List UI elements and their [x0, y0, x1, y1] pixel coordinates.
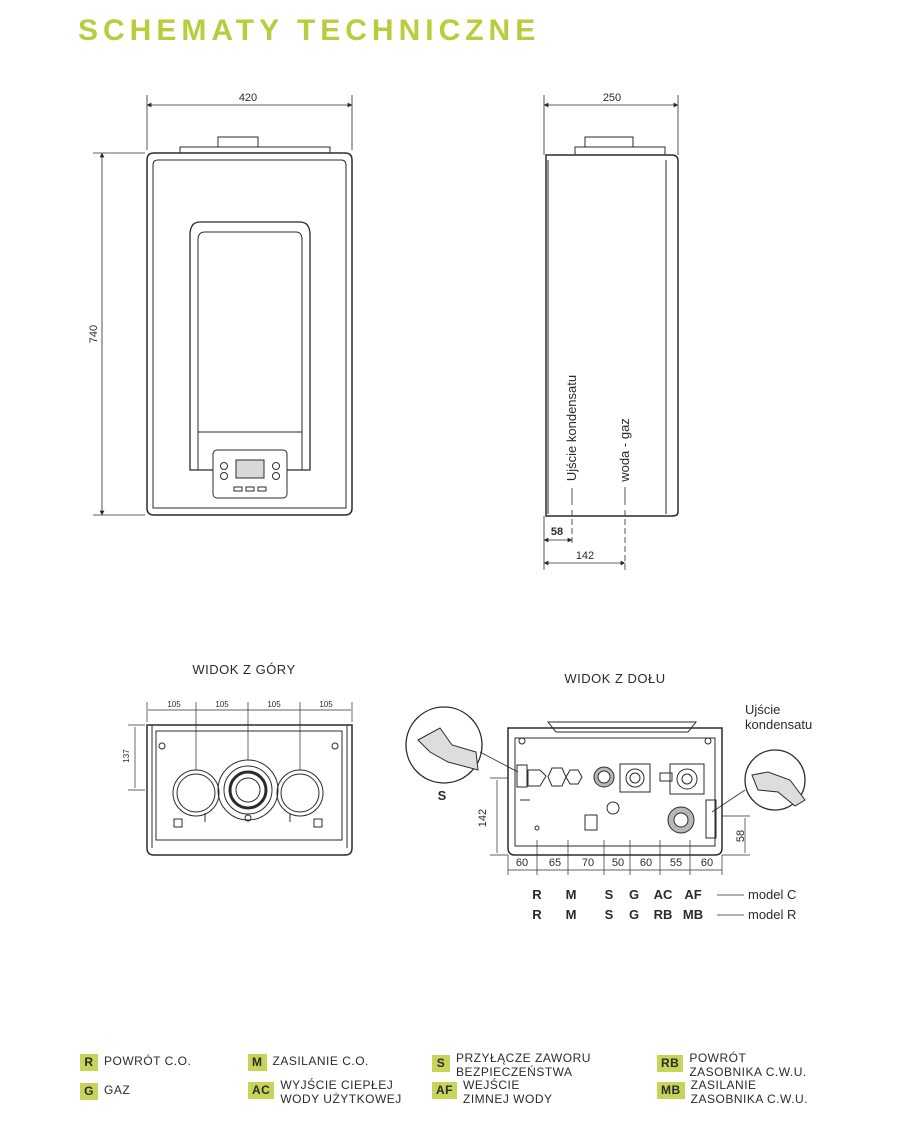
legend-item-m: M ZASILANIE C.O.: [248, 1054, 369, 1071]
model-c-codes: R M S G AC AF model C: [532, 887, 796, 902]
bottom-right-offset-label: 58: [735, 830, 747, 842]
legend-badge: MB: [657, 1082, 685, 1099]
condensate-label-line1: Ujście: [745, 702, 780, 717]
bottom-height-label: 142: [477, 809, 489, 827]
legend-text-line: ZASILANIE: [690, 1078, 757, 1092]
top-spacing-label: 105: [319, 700, 333, 709]
side-offset-58-label: 58: [551, 526, 563, 538]
code-cell: M: [566, 907, 577, 922]
page-title: SCHEMATY TECHNICZNE: [78, 14, 541, 47]
bottom-spacing-label: 55: [670, 857, 682, 869]
legend-badge: AC: [248, 1082, 275, 1099]
legend-text-line: ZIMNEJ WODY: [463, 1092, 553, 1106]
model-r-codes: R M S G RB MB model R: [532, 907, 796, 922]
front-height-label: 740: [88, 325, 100, 343]
side-condensate-label: Ujście kondensatu: [564, 375, 579, 481]
bottom-spacing-label: 60: [701, 857, 713, 869]
bottom-spacing-label: 70: [582, 857, 594, 869]
bottom-spacing-label: 65: [549, 857, 561, 869]
code-cell: MB: [683, 907, 703, 922]
legend-text: ZASILANIE C.O.: [272, 1054, 369, 1068]
legend-text-line: WODY UŻYTKOWEJ: [280, 1092, 402, 1106]
legend-badge: M: [248, 1054, 267, 1071]
legend-text-line: PRZYŁĄCZE ZAWORU: [456, 1051, 591, 1065]
legend-badge: G: [80, 1083, 98, 1100]
front-width-label: 420: [239, 92, 257, 104]
top-view-dimensions: [128, 702, 353, 791]
top-spacing-label: 105: [267, 700, 281, 709]
model-c-label: model C: [748, 887, 796, 902]
code-cell: G: [629, 907, 639, 922]
legend-item-g: G GAZ: [80, 1083, 130, 1100]
top-depth-label: 137: [122, 749, 131, 763]
legend-text-line: ZASOBNIKA C.W.U.: [690, 1092, 809, 1106]
legend-text-line: BEZPIECZEŃSTWA: [456, 1065, 573, 1079]
code-cell: R: [532, 887, 542, 902]
code-cell: AC: [654, 887, 673, 902]
side-view: [545, 136, 679, 517]
bottom-spacing-label: 60: [640, 857, 652, 869]
top-view: [146, 724, 353, 856]
top-view-title: WIDOK Z GÓRY: [192, 662, 295, 677]
legend-text: POWRÓT C.O.: [104, 1054, 192, 1068]
bottom-spacing-label: 50: [612, 857, 624, 869]
top-spacing-label: 105: [167, 700, 181, 709]
side-water-gas-label: woda - gaz: [617, 418, 632, 483]
legend-text-line: WYJŚCIE CIEPŁEJ: [280, 1078, 394, 1092]
legend-badge: RB: [657, 1055, 684, 1072]
detail-s-label: S: [438, 788, 447, 803]
bottom-view-dimensions: [490, 777, 750, 916]
model-r-label: model R: [748, 907, 796, 922]
legend-badge: R: [80, 1054, 98, 1071]
code-cell: RB: [654, 907, 673, 922]
top-spacing-label: 105: [215, 700, 229, 709]
legend-badge: AF: [432, 1082, 457, 1099]
code-cell: M: [566, 887, 577, 902]
bottom-view: [405, 706, 806, 856]
legend-text-line: ZASOBNIKA C.W.U.: [689, 1065, 807, 1079]
code-cell: S: [605, 887, 614, 902]
code-cell: R: [532, 907, 542, 922]
legend-text-line: POWRÓT: [689, 1051, 747, 1065]
side-depth-label: 250: [603, 92, 621, 104]
front-view: [146, 136, 353, 516]
legend-item-r: R POWRÓT C.O.: [80, 1054, 191, 1071]
legend-text: GAZ: [104, 1083, 131, 1097]
legend-text-line: WEJŚCIE: [463, 1078, 520, 1092]
condensate-label-line2: kondensatu: [745, 717, 812, 732]
bottom-view-title: WIDOK Z DOŁU: [564, 671, 665, 686]
code-cell: G: [629, 887, 639, 902]
bottom-spacing-label: 60: [516, 857, 528, 869]
front-dimensions: [93, 95, 353, 516]
code-cell: AF: [684, 887, 701, 902]
legend-badge: S: [432, 1055, 450, 1072]
code-cell: S: [605, 907, 614, 922]
side-offset-142-label: 142: [576, 550, 594, 562]
side-dimensions: [543, 95, 679, 570]
